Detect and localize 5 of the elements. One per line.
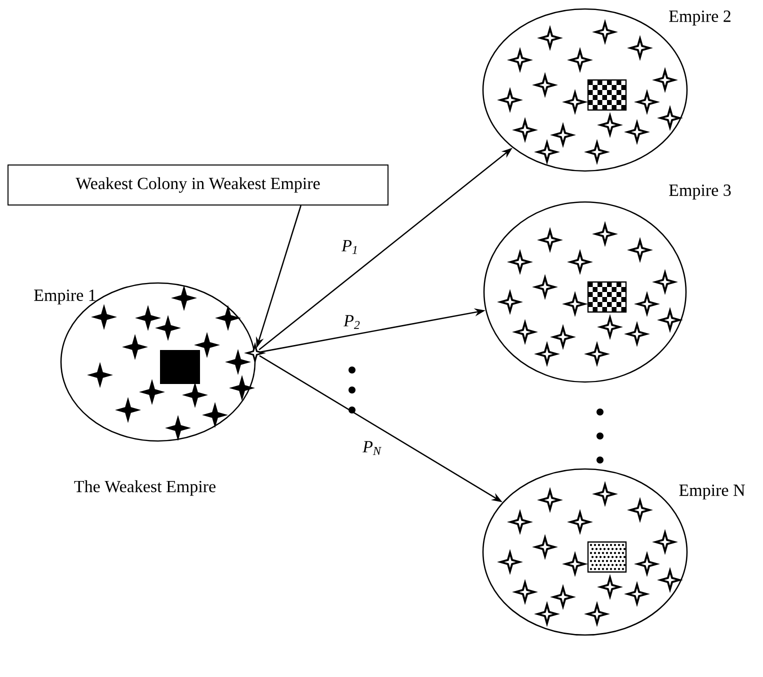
edge-label: P$_{2}$ bbox=[344, 315, 360, 329]
edge-label: P$_{N}$ bbox=[362, 441, 382, 455]
node-label: The Weakest Empire bbox=[74, 480, 216, 496]
edge-label: P$_{1}$ bbox=[342, 240, 357, 254]
text-box: Weakest Colony in Weakest Empire bbox=[8, 164, 388, 206]
